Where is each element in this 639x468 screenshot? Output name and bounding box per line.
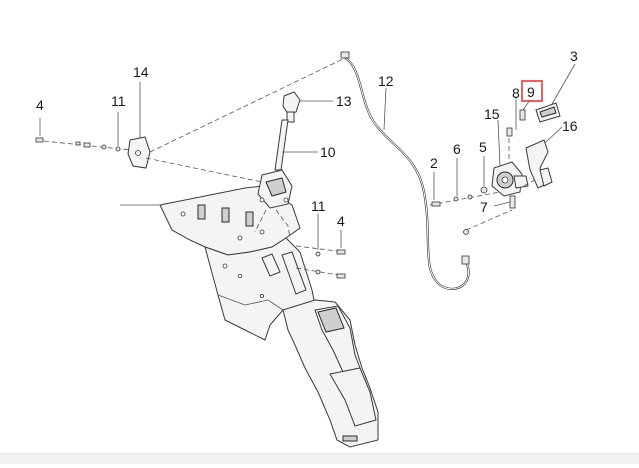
callout-10: 10 <box>320 144 336 160</box>
clamp-assembly <box>429 63 576 209</box>
callout-7: 7 <box>480 199 488 215</box>
callout-labels: 4 11 14 13 10 12 11 4 2 6 5 7 15 8 9 3 1… <box>36 48 578 229</box>
callout-5: 5 <box>479 139 487 155</box>
callout-9-highlight-box <box>521 80 543 102</box>
callout-2: 2 <box>430 155 438 171</box>
bottom-scroll-strip <box>0 453 639 464</box>
callout-15: 15 <box>484 106 500 122</box>
callout-16: 16 <box>562 118 578 134</box>
lever-assembly <box>254 91 333 239</box>
callout-9: 9 <box>527 84 535 100</box>
callout-12: 12 <box>378 73 394 89</box>
callout-13: 13 <box>336 93 352 109</box>
callout-4-right: 4 <box>337 213 345 229</box>
dashed-guide-cable <box>149 57 346 153</box>
callout-3: 3 <box>570 48 578 64</box>
control-cable <box>340 51 513 290</box>
callout-11-right: 11 <box>311 198 326 214</box>
right-hardware-mid <box>295 214 346 279</box>
fender-panel <box>159 185 379 448</box>
callout-14: 14 <box>133 64 149 80</box>
left-hardware <box>35 82 263 183</box>
callout-11-left: 11 <box>111 93 126 109</box>
callout-8: 8 <box>512 85 520 101</box>
callout-6: 6 <box>453 141 461 157</box>
callout-4-left: 4 <box>36 97 44 113</box>
